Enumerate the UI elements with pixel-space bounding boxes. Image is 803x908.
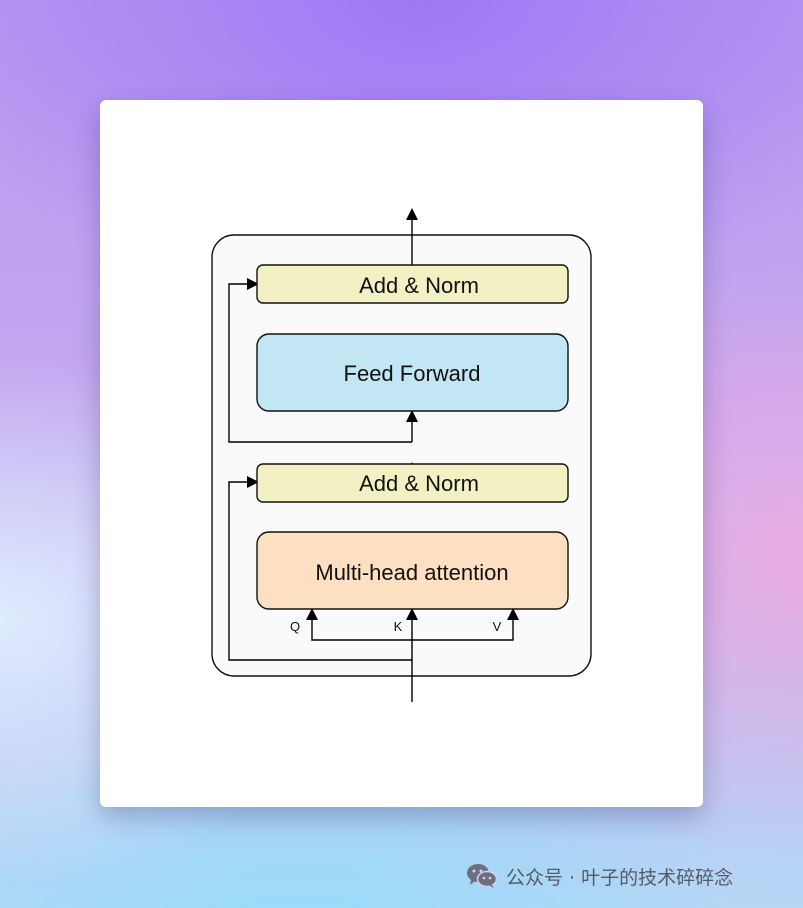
transformer-encoder-diagram: Add & Norm Feed Forward Add & Norm Multi…	[211, 208, 592, 702]
multi-head-attention-block: Multi-head attention	[256, 531, 569, 610]
residual-connection-bottom	[228, 476, 412, 661]
feed-forward-block: Feed Forward	[256, 333, 569, 412]
feed-forward-box	[256, 333, 569, 412]
multi-head-attention-label: Multi-head attention	[315, 560, 508, 585]
feed-forward-label: Feed Forward	[344, 361, 481, 386]
multi-head-attention-box	[256, 531, 569, 610]
v-branch-arrow	[412, 608, 519, 641]
q-branch-arrow	[306, 608, 412, 641]
add-norm-top-label: Add & Norm	[359, 273, 479, 298]
k-label: K	[394, 619, 403, 634]
watermark: 公众号 · 叶子的技术碎碎念	[466, 862, 733, 890]
v-label: V	[493, 619, 502, 634]
add-norm-bottom-block: Add & Norm	[256, 463, 569, 503]
add-norm-top-box	[256, 264, 569, 304]
diagram-card: Add & Norm Feed Forward Add & Norm Multi…	[100, 100, 703, 807]
wechat-icon	[466, 863, 498, 889]
add-norm-top-block: Add & Norm	[256, 264, 569, 304]
add-norm-bottom-box	[256, 463, 569, 503]
add-norm-bottom-label: Add & Norm	[359, 471, 479, 496]
watermark-text: 公众号 · 叶子的技术碎碎念	[506, 866, 734, 889]
residual-connection-top	[228, 278, 412, 443]
q-label: Q	[290, 619, 300, 634]
